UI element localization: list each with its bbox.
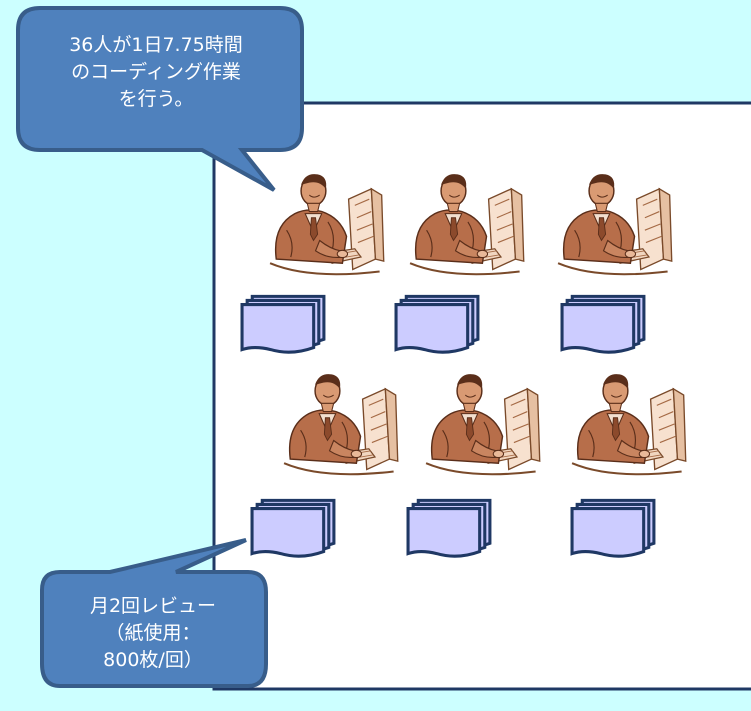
document-stack-icon bbox=[250, 498, 336, 558]
callout-review bbox=[40, 538, 268, 688]
document-stack-icon bbox=[570, 498, 656, 558]
document-stack-icon bbox=[240, 294, 326, 354]
document-stack-icon bbox=[560, 294, 646, 354]
document-stack-icon bbox=[394, 294, 480, 354]
callout-coding-work bbox=[16, 6, 304, 192]
document-stack-icon bbox=[406, 498, 492, 558]
